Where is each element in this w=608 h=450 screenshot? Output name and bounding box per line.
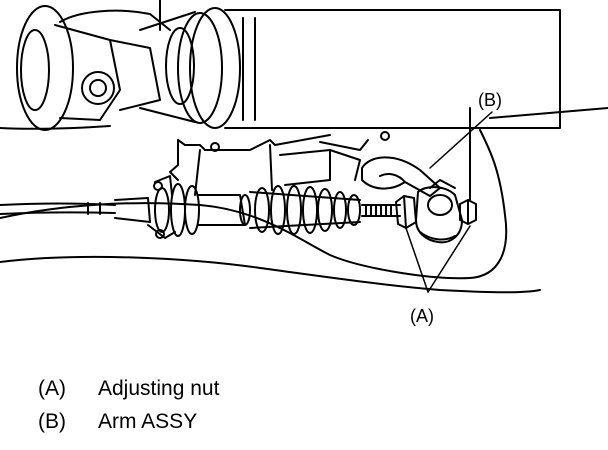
leader-lines [405, 111, 493, 293]
adjusting-nut [395, 195, 477, 229]
clutch-cable [0, 197, 151, 223]
legend-item: (B) Arm ASSY [38, 405, 219, 438]
rubber-boot [249, 185, 361, 235]
legend-key: (B) [38, 410, 66, 433]
universal-joint [16, 5, 161, 131]
mechanical-illustration: (B) (A) [0, 0, 608, 326]
legend-key: (A) [38, 377, 66, 400]
arm-assy [361, 156, 463, 244]
legend-text: Arm ASSY [98, 410, 198, 433]
vehicle-frame [0, 107, 608, 294]
drive-shaft-cylinder [59, 0, 561, 129]
callout-a: (A) [410, 306, 434, 326]
legend-text: Adjusting nut [98, 377, 220, 400]
cable-end-fitting [147, 175, 251, 239]
legend: (A) Adjusting nut (B) Arm ASSY [38, 372, 219, 438]
legend-item: (A) Adjusting nut [38, 372, 219, 405]
callout-b: (B) [478, 90, 502, 110]
mounting-bracket [169, 131, 390, 196]
threaded-rod [361, 204, 401, 217]
